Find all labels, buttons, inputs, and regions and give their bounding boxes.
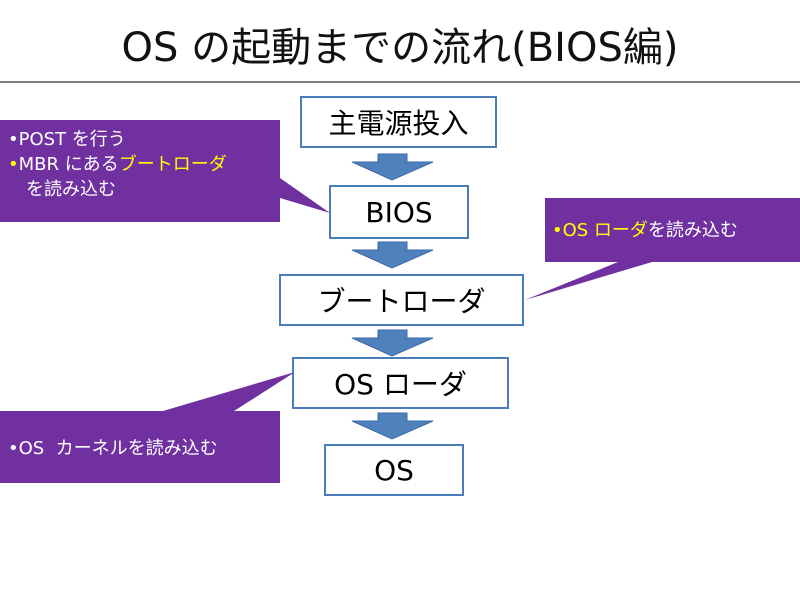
callout-bootloader-plain: を読み込む (647, 220, 738, 241)
flow-step-bios: BIOS (329, 185, 469, 239)
callout-bios-bullet2: • (8, 154, 19, 175)
callout-bios-shape (0, 120, 330, 222)
callout-bios-line1: •POST を行う (8, 129, 126, 150)
callout-bios-line3: を読み込む (26, 179, 116, 200)
callout-bootloader-shape (525, 198, 800, 300)
flow-step-os: OS (324, 444, 464, 496)
arrow-down-2 (351, 241, 434, 269)
callout-bios-text: •POST を行う •MBR にあるブートローダ を読み込む (8, 127, 227, 202)
flow-step-bootloader: ブートローダ (279, 274, 524, 326)
title-divider (0, 81, 800, 83)
callout-bios-line2: •MBR にあるブートローダ (8, 152, 227, 177)
callout-bootloader-text: •OS ローダを読み込む (552, 218, 738, 243)
arrow-down-4 (351, 412, 434, 440)
callout-osloader-shape (0, 372, 295, 483)
callout-bios-bootloader-highlight: ブートローダ (118, 154, 227, 175)
flow-step-power-on: 主電源投入 (300, 96, 497, 148)
callout-bios-mbr: MBR にある (18, 154, 119, 175)
flow-step-os-loader: OS ローダ (292, 357, 509, 409)
callout-bootloader-highlight: •OS ローダ (552, 220, 648, 241)
arrow-down-3 (351, 329, 434, 357)
callout-osloader-text: •OS カーネルを読み込む (8, 438, 218, 459)
slide-title: OS の起動までの流れ(BIOS編) (121, 25, 679, 71)
arrow-down-1 (351, 153, 434, 181)
